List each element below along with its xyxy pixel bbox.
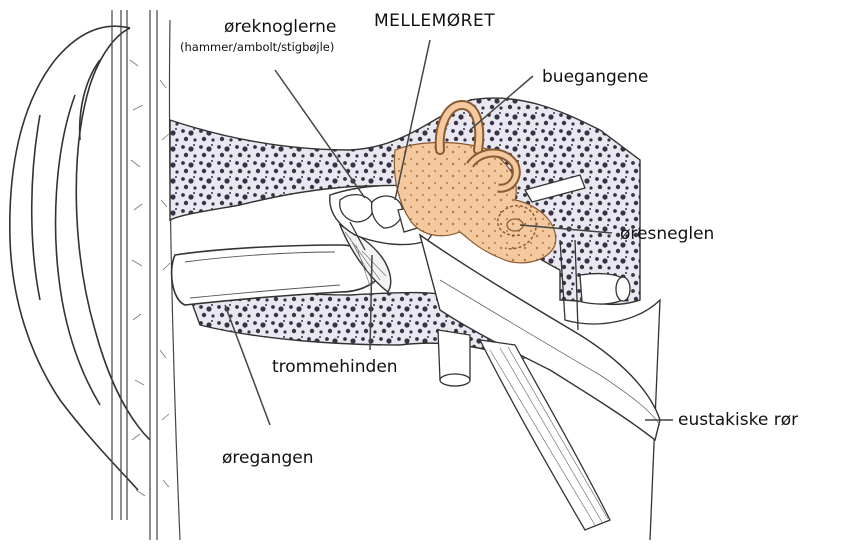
label-ear-canal: øregangen xyxy=(222,448,313,468)
skin-layers xyxy=(112,10,180,540)
carotid-canal xyxy=(580,274,630,304)
pinna-outline xyxy=(10,26,150,490)
jugular-vein xyxy=(438,330,470,386)
label-eustachian-tube: eustakiske rør xyxy=(678,410,798,430)
label-cochlea: øresneglen xyxy=(620,224,714,244)
label-semicircular-canals: buegangene xyxy=(542,67,649,87)
label-middle-ear: MELLEMØRET xyxy=(374,11,495,31)
label-eardrum: trommehinden xyxy=(272,357,398,377)
label-ossicles: øreknoglerne xyxy=(224,17,336,37)
label-ossicles-sub: (hammer/ambolt/stigbøjle) xyxy=(180,40,334,54)
